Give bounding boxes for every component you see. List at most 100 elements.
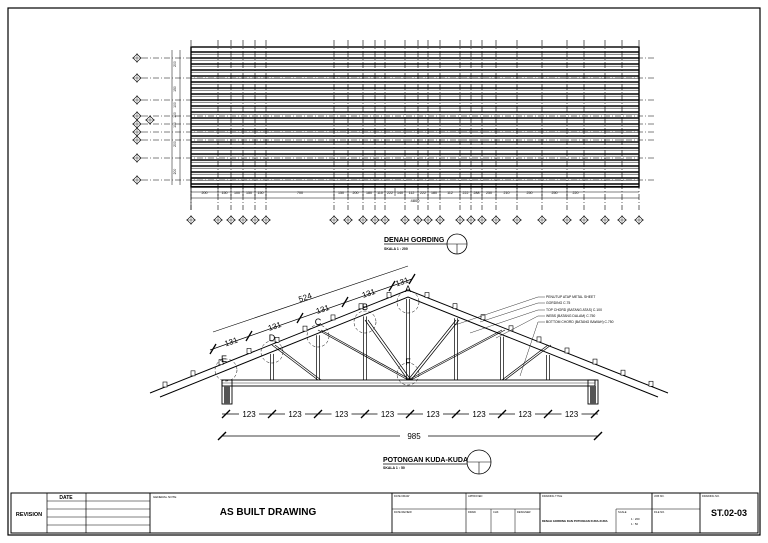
web-member (271, 344, 319, 381)
plan-dimension-label: 140 (397, 191, 403, 195)
section-dim-tick (451, 409, 461, 419)
roof-purlin (508, 325, 514, 332)
plan-grid-marker (132, 153, 142, 163)
plan-left-dimension-label: 150 (173, 86, 177, 92)
plan-grid-marker (132, 95, 142, 105)
legend-leader (454, 296, 539, 326)
legend-label: TOP CHORD (BATANG ATAS) C.100 (546, 308, 602, 312)
drawing-number: ST.02-03 (711, 508, 747, 518)
plan-title-block: DENAH GORDING SKALA 1 : 200 (384, 233, 468, 255)
legend-leader (469, 309, 539, 334)
rafter-dimension-label: 131 (223, 335, 239, 348)
approved-label: APPROVED (468, 494, 483, 498)
detail-point-label: D (269, 333, 276, 343)
plan-grid-marker (600, 215, 610, 225)
plan-dimension-label: 150 (338, 191, 344, 195)
plan-grid-marker (579, 215, 589, 225)
plan-dimension-label: 200 (202, 191, 208, 195)
plan-grid-marker (132, 73, 142, 83)
plan-grid-marker (466, 215, 476, 225)
web-member (407, 329, 503, 381)
rafter-dim-tick (245, 330, 253, 342)
rafter-dimension-label: 131 (267, 320, 283, 333)
plan-dimension-label: 100 (234, 191, 240, 195)
section-dim-tick (221, 409, 231, 419)
plan-dimension-label: 222 (420, 191, 426, 195)
plan-grid-marker (132, 175, 142, 185)
detail-circle (214, 358, 238, 382)
sheet-border (7, 7, 761, 536)
detail-point-label: E (221, 354, 227, 364)
general-note-label: GENERAL NOTE (153, 495, 176, 499)
plan-grid-marker (358, 215, 368, 225)
detail-circle (306, 324, 330, 348)
section-dim-tick (267, 409, 277, 419)
section-total-dimension: 985 (407, 432, 421, 441)
plan-left-dimension-label: 200 (173, 141, 177, 147)
plan-dimension-label: 112 (447, 191, 453, 195)
plan-dimension-label: 222 (387, 191, 393, 195)
plan-left-dimension-label: 200 (173, 169, 177, 175)
date-label: DATE (59, 495, 73, 501)
legend-label: BOTTOM CHORD (BATANG BAWAH) C.750 (546, 320, 614, 324)
roof-purlin (536, 336, 542, 343)
legend-label: WEBS (BATANG DALAM) C.750 (546, 314, 595, 318)
scale-value-2: 1 : 50 (631, 522, 638, 526)
plan-grid-marker (491, 215, 501, 225)
section-dimension-label: 123 (381, 410, 395, 419)
plan-scale: SKALA 1 : 200 (384, 247, 408, 251)
plan-dimension-label: 220 (573, 191, 579, 195)
detail-point-label: F (405, 357, 411, 367)
drawing-no-label: DRAWING NO. (702, 494, 720, 498)
plan-left-dimension-label: 100 (173, 112, 177, 118)
plan-grid-marker (213, 215, 223, 225)
plan-grid-marker (634, 215, 644, 225)
plan-grid-marker (413, 215, 423, 225)
plan-dimension-label: 210 (504, 191, 510, 195)
plan-grid-marker (226, 215, 236, 225)
plan-grid-marker (562, 215, 572, 225)
title-block: REVISION DATE GENERAL NOTE AS BUILT DRAW… (10, 492, 759, 534)
roof-purlin (302, 325, 308, 332)
rafter-dim-tick (209, 343, 217, 355)
plan-left-dimension-label: 200 (173, 61, 177, 67)
plan-dimension-label: 150 (246, 191, 252, 195)
scale-label: SCALE (618, 510, 627, 514)
legend-label: GORDING C.75 (546, 301, 570, 305)
rafter-dimension-label: 131 (315, 303, 331, 316)
plan-grid-marker (435, 215, 445, 225)
plan-dimension-label: 222 (463, 191, 469, 195)
plan-grid-marker (537, 215, 547, 225)
file-no-label: FILE NO. (654, 510, 665, 514)
roof-purlin (190, 370, 196, 377)
designer-label: DESIGNER (517, 510, 531, 514)
section-dim-tick (405, 409, 415, 419)
rafter-dim-tick (296, 312, 304, 324)
plan-overall-dimension: 4800 (411, 198, 421, 203)
web-member (501, 344, 549, 381)
plan-grid-marker (512, 215, 522, 225)
plan-dimension-label: 180 (366, 191, 372, 195)
web-member (317, 329, 409, 381)
section-dim-tick (360, 409, 370, 419)
roof-purlin (480, 314, 486, 321)
section-dimension-label: 123 (335, 410, 349, 419)
plan-grid-marker (132, 53, 142, 63)
roof-purlin (620, 369, 626, 376)
rafter-dim-tick (408, 273, 416, 285)
section-dimension-label: 123 (518, 410, 532, 419)
roof-purlin (162, 381, 168, 388)
plan-title: DENAH GORDING (384, 237, 445, 244)
detail-point-label: C (315, 317, 322, 327)
section-dimension-label: 123 (288, 410, 302, 419)
plan-dimension-label: 180 (431, 191, 437, 195)
roof-purlin (218, 359, 224, 365)
section-dimension-label: 123 (565, 410, 579, 419)
legend-leader (495, 315, 539, 339)
web-member (407, 319, 457, 381)
rafter-dim-tick (341, 296, 349, 308)
detail-circle (260, 340, 284, 364)
section-dim-tick (313, 409, 323, 419)
plan-grid-marker (423, 215, 433, 225)
